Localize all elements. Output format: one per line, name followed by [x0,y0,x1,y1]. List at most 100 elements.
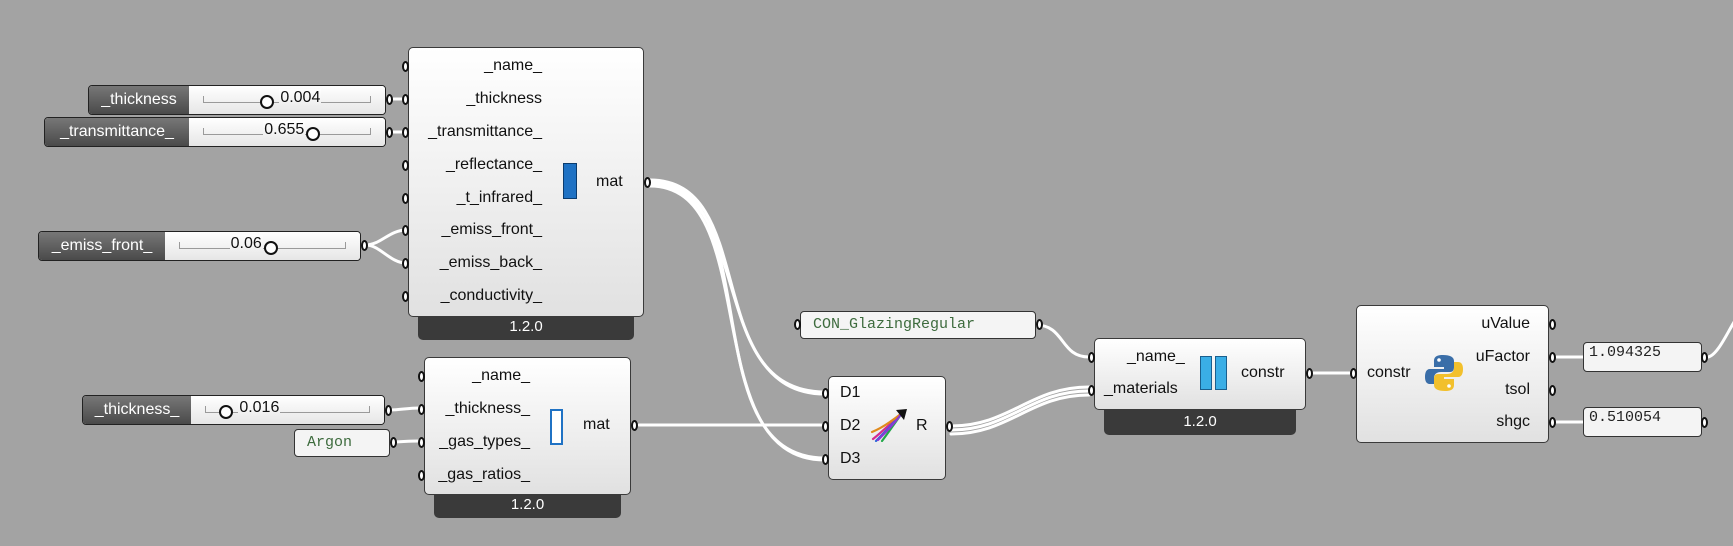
input-reflectance-label: _reflectance_ [445,156,542,173]
output-shgc-label: shgc [1496,413,1530,430]
slider-value: 0.06 [229,235,263,253]
input-emiss-back-label: _emiss_back_ [439,254,542,271]
input-grip[interactable] [1088,385,1095,396]
gas-thickness-slider[interactable]: _thickness_ 0.016 [82,395,385,425]
slider-output-grip[interactable] [361,240,368,251]
slider-knob[interactable] [306,127,321,141]
window-material-component[interactable] [408,47,644,317]
input-d3-label: D3 [840,450,861,467]
input-grip[interactable] [418,470,425,481]
version-label: 1.2.0 [1104,409,1296,435]
input-grip[interactable] [402,160,409,171]
input-grip[interactable] [402,225,409,236]
input-name-label: _name_ [472,367,530,384]
slider-track[interactable]: 0.655 [189,118,385,146]
output-grip[interactable] [1549,417,1556,428]
input-name-label: _name_ [1127,348,1185,365]
input-d2-label: D2 [840,417,861,434]
gas-type-panel[interactable]: Argon [294,429,390,457]
output-grip[interactable] [1306,368,1313,379]
input-grip[interactable] [418,371,425,382]
slider-output-grip[interactable] [386,94,393,105]
version-label: 1.2.0 [418,316,634,340]
input-d1-label: D1 [840,384,861,401]
construction-name-panel[interactable]: CON_GlazingRegular [800,311,1036,339]
slider-name: _emiss_front_ [39,232,165,260]
slider-knob[interactable] [263,241,278,255]
input-grip[interactable] [402,258,409,269]
slider-name: _transmittance_ [45,118,189,146]
slider-track[interactable]: 0.06 [165,232,360,260]
input-t-infrared-label: _t_infrared_ [456,189,542,206]
output-grip[interactable] [644,177,651,188]
wire-mat-d1-b [648,182,827,396]
panel-output-grip[interactable] [390,437,397,448]
panel-output-grip[interactable] [1701,352,1708,363]
input-grip[interactable] [402,291,409,302]
slider-output-grip[interactable] [386,127,393,138]
output-grip[interactable] [1549,385,1556,396]
slider-knob[interactable] [260,95,275,109]
input-grip[interactable] [402,193,409,204]
slider-track[interactable]: 0.004 [189,86,385,114]
output-uvalue-label: uValue [1481,315,1530,332]
input-grip[interactable] [1088,352,1095,363]
slider-track[interactable]: 0.016 [191,396,384,424]
input-grip[interactable] [822,388,829,399]
output-grip[interactable] [946,421,953,432]
output-grip[interactable] [1549,319,1556,330]
panel-output-grip[interactable] [1036,319,1043,330]
input-grip[interactable] [822,454,829,465]
input-grip[interactable] [1350,368,1357,379]
wire-emiss-back [364,243,408,265]
slider-rail [205,406,370,413]
output-mat-label: mat [596,173,623,190]
version-label: 1.2.0 [434,494,621,518]
input-emiss-front-label: _emiss_front_ [441,221,543,238]
input-name-label: _name_ [484,57,542,74]
wire-name-construction [1034,323,1091,359]
slider-name: _thickness [89,86,189,114]
output-ufactor-label: uFactor [1475,348,1530,365]
input-grip[interactable] [822,421,829,432]
input-transmittance-label: _transmittance_ [428,123,542,140]
wire-mat-d1-a [648,178,827,394]
input-materials-label: _materials [1104,380,1178,397]
input-thickness-label: _thickness [466,90,542,107]
slider-output-grip[interactable] [385,405,392,416]
wire-merge-materials-b [949,389,1091,432]
wire-emiss-front [364,228,408,247]
merge-icon [870,409,907,442]
thickness-slider[interactable]: _thickness 0.004 [88,85,386,115]
ufactor-panel[interactable]: 1.094325 [1583,342,1702,372]
output-grip[interactable] [631,420,638,431]
input-grip[interactable] [402,61,409,72]
construction-icon [1200,356,1228,390]
gas-material-icon [550,409,563,445]
output-constr-label: constr [1241,364,1285,381]
slider-name: _thickness_ [83,396,191,424]
shgc-panel[interactable]: 0.510054 [1583,407,1702,437]
slider-value: 0.016 [238,399,281,417]
gas-material-component[interactable] [424,357,631,495]
output-tsol-label: tsol [1505,381,1530,398]
input-thickness-label: _thickness_ [445,400,531,417]
panel-input-grip[interactable] [794,319,801,330]
panel-output-grip[interactable] [1701,417,1708,428]
input-grip[interactable] [418,404,425,415]
input-conductivity-label: _conductivity_ [440,287,542,304]
python-icon [1425,355,1463,391]
emiss-front-slider[interactable]: _emiss_front_ 0.06 [38,231,361,261]
input-grip[interactable] [402,94,409,105]
input-grip[interactable] [418,437,425,448]
input-constr-label: constr [1367,364,1411,381]
transmittance-slider[interactable]: _transmittance_ 0.655 [44,117,386,147]
slider-knob[interactable] [219,405,234,419]
wire-merge-materials-c [949,393,1091,436]
input-grip[interactable] [402,127,409,138]
output-grip[interactable] [1549,352,1556,363]
output-r-label: R [916,417,928,434]
input-gas-types-label: _gas_types_ [439,433,530,450]
slider-value: 0.004 [279,89,322,107]
output-mat-label: mat [583,416,610,433]
